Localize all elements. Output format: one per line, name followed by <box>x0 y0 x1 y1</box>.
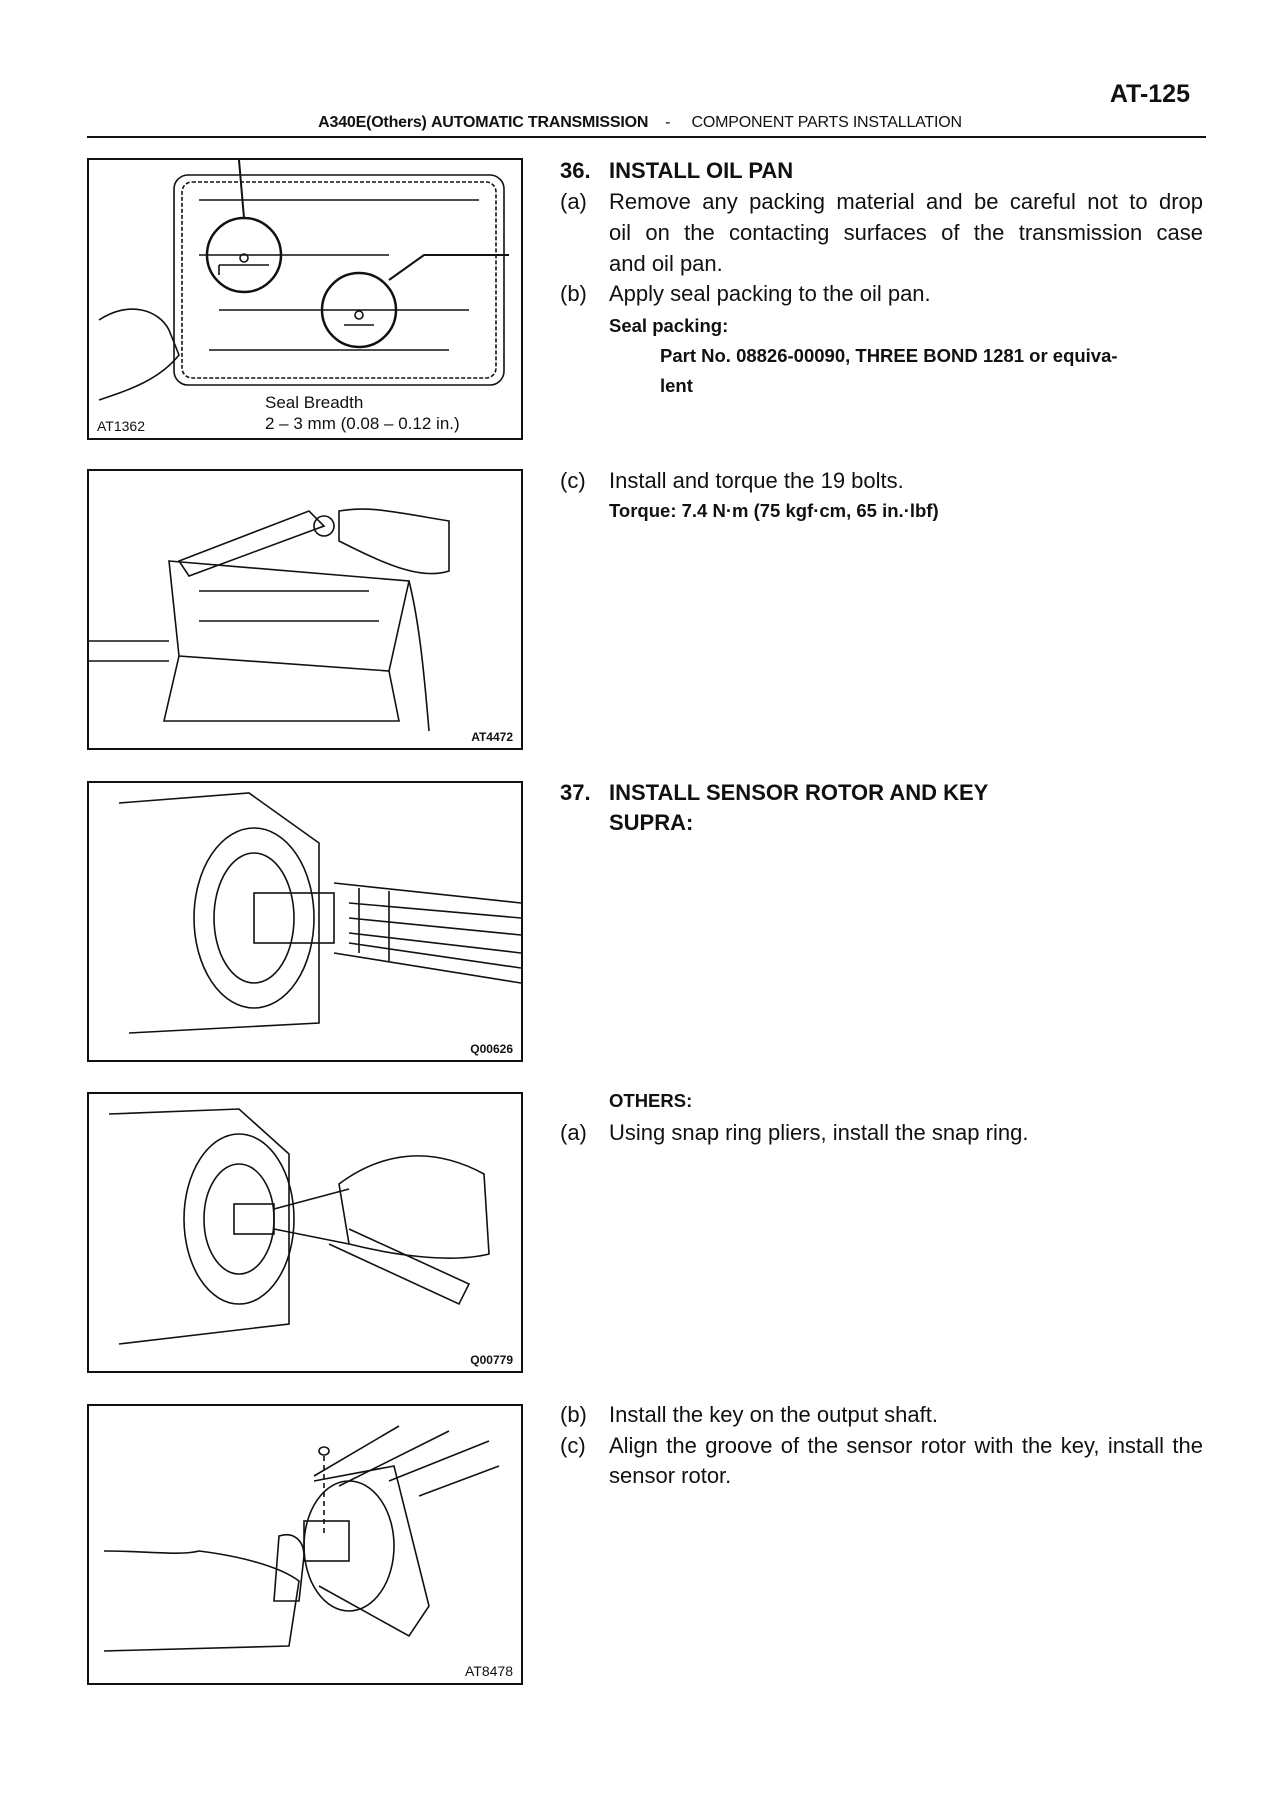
oil-pan-illustration <box>98 160 509 401</box>
figure-snap-ring: Q00779 <box>87 1092 523 1373</box>
running-header: A340E(Others) AUTOMATIC TRANSMISSION - C… <box>0 114 1280 132</box>
header-model: A340E(Others) <box>318 114 427 131</box>
figure-key-sensor-rotor: AT8478 <box>87 1404 523 1685</box>
step-36b-text: Apply seal packing to the oil pan. <box>609 281 931 306</box>
header-rule <box>87 136 1206 138</box>
snap-ring-pliers-illustration <box>108 1108 490 1345</box>
figure-oil-pan-seal: Seal Breadth 2 – 3 mm (0.08 – 0.12 in.) … <box>87 158 523 440</box>
page-number: AT-125 <box>1109 80 1190 108</box>
seal-breadth-label: Seal Breadth <box>265 393 364 412</box>
output-shaft-illustration <box>118 792 521 1034</box>
seal-packing-part-line2: lent <box>660 375 693 396</box>
header-separator: - <box>665 114 671 131</box>
step-37-title: INSTALL SENSOR ROTOR AND KEY <box>609 780 989 805</box>
step-37a-label: (a) <box>560 1120 587 1145</box>
figure-sensor-rotor-supra: Q00626 <box>87 781 523 1062</box>
step-36b-label: (b) <box>560 281 587 306</box>
figure-id: AT4472 <box>471 730 513 744</box>
torque-wrench-illustration <box>89 508 450 732</box>
figure-id: AT1362 <box>97 418 145 434</box>
step-36c-label: (c) <box>560 468 586 493</box>
step-36a-text-line3: and oil pan. <box>609 251 723 276</box>
step-37-number: 37. <box>560 780 591 805</box>
step-36a-label: (a) <box>560 189 587 214</box>
figure-torque-bolts: AT4472 <box>87 469 523 750</box>
key-install-illustration <box>103 1425 500 1652</box>
step-37a-text: Using snap ring pliers, install the snap… <box>609 1120 1029 1145</box>
step-37c-text-line2: sensor rotor. <box>609 1463 732 1488</box>
seal-breadth-caption: Seal Breadth 2 – 3 mm (0.08 – 0.12 in.) <box>265 392 460 434</box>
supra-label: SUPRA: <box>609 810 694 835</box>
seal-packing-part-line1: Part No. 08826-00090, THREE BOND 1281 or… <box>660 345 1118 366</box>
step-36-title: INSTALL OIL PAN <box>609 158 794 183</box>
step-36c-text: Install and torque the 19 bolts. <box>609 468 904 493</box>
seal-packing-label: Seal packing: <box>609 315 729 336</box>
step-36-number: 36. <box>560 158 591 183</box>
step-36a-text-line1: Remove any packing material and be caref… <box>609 189 1203 214</box>
figure-id: Q00626 <box>470 1042 513 1056</box>
others-label: OTHERS: <box>609 1090 693 1111</box>
step-37b-label: (b) <box>560 1402 587 1427</box>
step-37c-text-line1: Align the groove of the sensor rotor wit… <box>609 1433 1203 1458</box>
header-subsection: COMPONENT PARTS INSTALLATION <box>691 114 963 131</box>
torque-spec: Torque: 7.4 N·m (75 kgf·cm, 65 in.·lbf) <box>609 500 939 521</box>
figure-id: Q00779 <box>470 1353 513 1367</box>
figure-id: AT8478 <box>465 1663 513 1679</box>
step-37c-label: (c) <box>560 1433 586 1458</box>
step-36a-text-line2: oil on the contacting surfaces of the tr… <box>609 220 1203 245</box>
step-37b-text: Install the key on the output shaft. <box>609 1402 938 1427</box>
header-section: AUTOMATIC TRANSMISSION <box>430 114 649 131</box>
seal-breadth-value: 2 – 3 mm (0.08 – 0.12 in.) <box>265 414 460 433</box>
